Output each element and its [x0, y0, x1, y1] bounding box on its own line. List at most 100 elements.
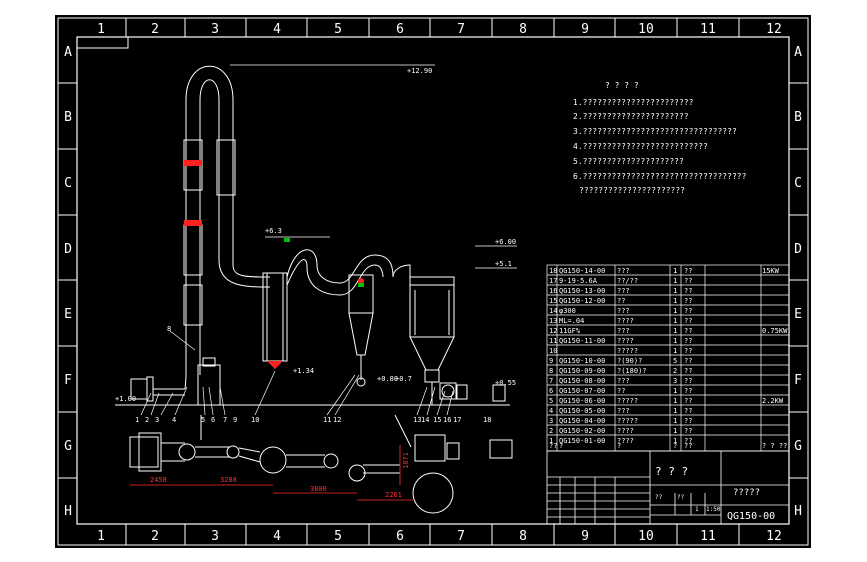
corner-box [77, 37, 129, 49]
parts-cell-no: 17 [549, 277, 557, 285]
col-label-bottom: 3 [211, 529, 219, 544]
row-label-right: C [794, 176, 802, 191]
parts-cell-name: ??? [617, 287, 630, 295]
row-label-right: D [794, 242, 802, 257]
company-name: ????? [733, 488, 760, 498]
parts-cell-no: 6 [549, 387, 553, 395]
parts-cell-no: 1 [549, 437, 553, 445]
elevation-1-34: +1.34 [293, 367, 314, 375]
leader-lines [140, 330, 454, 416]
parts-cell-code: QG150-04-00 [559, 417, 605, 425]
parts-cell-code: QG150-14-00 [559, 267, 605, 275]
dim-2261: 2261 [385, 491, 402, 499]
balloon-15: 15 [433, 416, 441, 424]
parts-cell-no: 16 [549, 287, 557, 295]
balloon-11: 11 [323, 416, 331, 424]
parts-cell-qty: 5 [673, 357, 677, 365]
parts-header-qty: ? [673, 442, 677, 450]
parts-cell-mat: ?? [684, 347, 692, 355]
parts-cell-code: QG150-12-00 [559, 297, 605, 305]
balloon-17: 17 [453, 416, 461, 424]
parts-cell-name: ??? [617, 327, 630, 335]
note-line-2: 2.?????????????????????? [573, 112, 689, 121]
balloon-7: 7 [223, 416, 227, 424]
row-label-left: F [64, 373, 72, 388]
elevation-5-1: +5.1 [495, 260, 512, 268]
parts-cell-mat: ?? [684, 267, 692, 275]
parts-cell-no: 11 [549, 337, 557, 345]
parts-cell-qty: 1 [673, 317, 677, 325]
col-label-bottom: 2 [151, 529, 159, 544]
parts-cell-qty: 1 [673, 327, 677, 335]
parts-cell-name: ??? [617, 407, 630, 415]
outer-border [57, 17, 809, 546]
balloon-6: 6 [211, 416, 215, 424]
balloon-16: 16 [443, 416, 451, 424]
dim-2458: 2458 [150, 476, 167, 484]
row-label-right: H [794, 504, 802, 519]
col-label-top: 2 [151, 22, 159, 37]
parts-cell-qty: 1 [673, 297, 677, 305]
parts-cell-no: 14 [549, 307, 557, 315]
parts-cell-qty: 1 [673, 397, 677, 405]
parts-cell-no: 9 [549, 357, 553, 365]
parts-cell-name: ????? [617, 347, 638, 355]
balloon-1: 1 [135, 416, 139, 424]
notes-title: ? ? ? ? [605, 81, 639, 90]
parts-cell-code: QG150-01-00 [559, 437, 605, 445]
parts-cell-name: ?(180)? [617, 367, 647, 375]
note-line-1: 1.??????????????????????? [573, 98, 694, 107]
note-line-7: ?????????????????????? [579, 186, 685, 195]
parts-cell-name: ?? [617, 297, 625, 305]
col-label-bottom: 11 [700, 529, 716, 544]
drawing-number: QG150-00 [727, 511, 775, 522]
parts-cell-name: ???? [617, 427, 634, 435]
row-label-right: A [794, 45, 802, 60]
drawing-sheet: 1 2 3 4 5 6 7 8 9 10 11 12 1 2 3 4 5 6 7… [55, 15, 811, 548]
parts-cell-name: ?? [617, 387, 625, 395]
elevation-6-00: +6.00 [495, 238, 516, 246]
parts-cell-code: QG150-02-00 [559, 427, 605, 435]
parts-cell-code: ML=.04 [559, 317, 584, 325]
parts-header-code: ? [559, 442, 563, 450]
parts-cell-name: ?(90)? [617, 357, 642, 365]
parts-cell-no: 12 [549, 327, 557, 335]
parts-cell-mat: ?? [684, 427, 692, 435]
parts-cell-code: QG150-07-00 [559, 387, 605, 395]
balloon-9: 9 [233, 416, 237, 424]
parts-cell-qty: 1 [673, 417, 677, 425]
parts-cell-mat: ?? [684, 397, 692, 405]
col-label-top: 8 [519, 22, 527, 37]
parts-cell-qty: 1 [673, 337, 677, 345]
balloon-10: 10 [251, 416, 259, 424]
col-label-top: 9 [581, 22, 589, 37]
row-label-left: E [64, 307, 72, 322]
row-label-left: B [64, 110, 72, 125]
parts-cell-code: QG150-08-00 [559, 377, 605, 385]
col-label-bottom: 6 [396, 529, 404, 544]
balloon-12: 12 [333, 416, 341, 424]
parts-cell-mat: ?? [684, 297, 692, 305]
parts-cell-mat: ?? [684, 337, 692, 345]
elevation-1-00: +1.00 [115, 395, 136, 403]
col-label-top: 5 [334, 22, 342, 37]
dim-3800: 3800 [310, 485, 327, 493]
note-line-4: 4.?????????????????????????? [573, 142, 708, 151]
parts-cell-mat: ?? [684, 437, 692, 445]
balloon-4: 4 [172, 416, 176, 424]
parts-cell-no: 15 [549, 297, 557, 305]
parts-cell-name: ??? [617, 267, 630, 275]
balloon-18: 18 [483, 416, 491, 424]
col-label-top: 12 [766, 22, 782, 37]
elevation-6-3: +6.3 [265, 227, 282, 235]
parts-header-mat: ?? [684, 442, 692, 450]
col-label-bottom: 9 [581, 529, 589, 544]
parts-cell-no: 3 [549, 417, 553, 425]
sheet-no: 1 [695, 506, 699, 513]
drawing-svg: 1 2 3 4 5 6 7 8 9 10 11 12 1 2 3 4 5 6 7… [57, 17, 809, 546]
parts-cell-qty: 3 [673, 377, 677, 385]
parts-cell-no: 18 [549, 267, 557, 275]
parts-cell-mat: ?? [684, 277, 692, 285]
col-label-top: 10 [638, 22, 654, 37]
